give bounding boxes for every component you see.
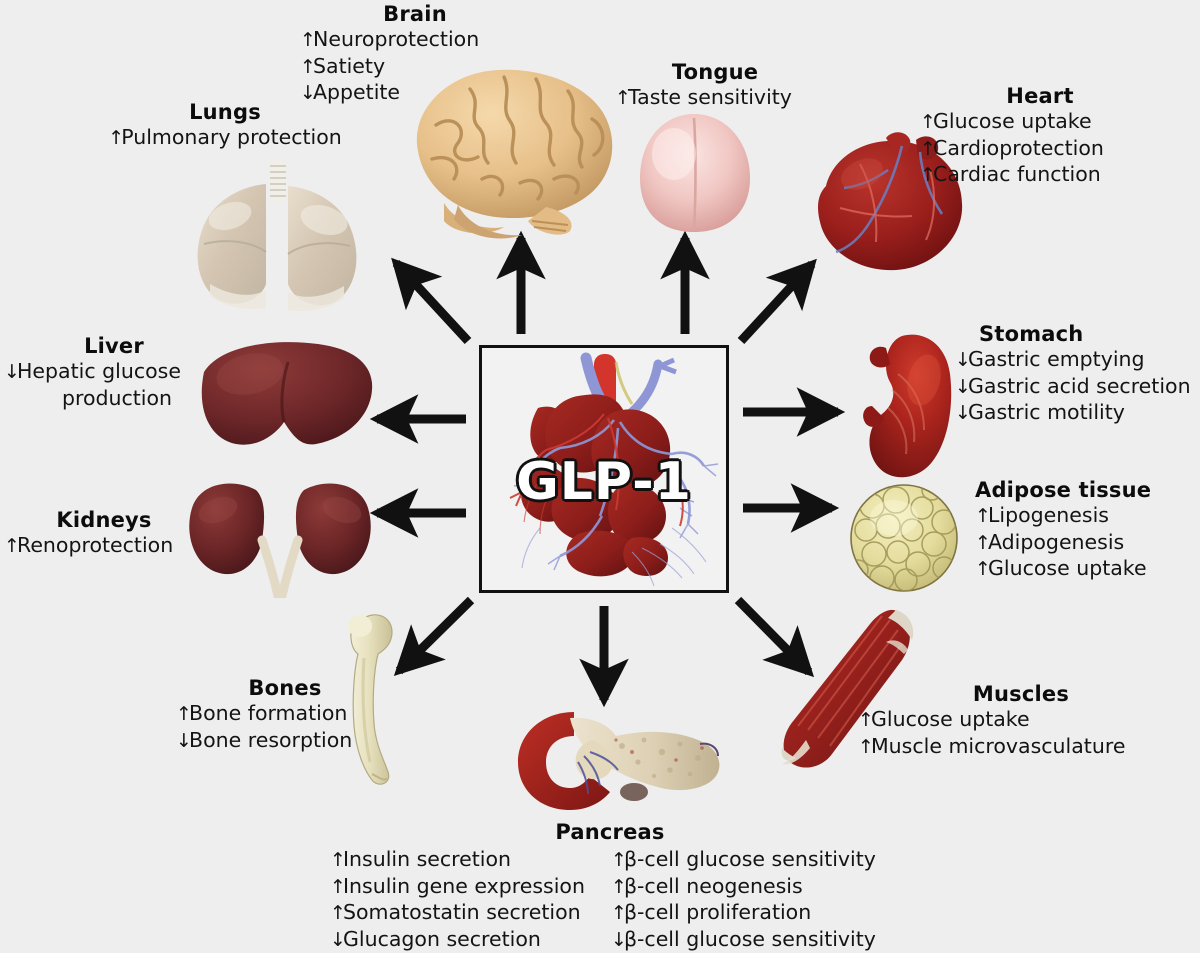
effect-pancreas-r2: ↑β-cell proliferation	[611, 900, 876, 927]
effect-stomach-2: ↓Gastric motility	[955, 400, 1200, 427]
effect-pancreas-l0: ↑Insulin secretion	[330, 847, 585, 874]
node-label-brain: Brain ↑Neuroprotection ↑Satiety ↓Appetit…	[300, 2, 530, 107]
node-label-stomach: Stomach ↓Gastric emptying ↓Gastric acid …	[955, 322, 1200, 427]
node-title-lungs: Lungs	[80, 100, 370, 125]
effect-brain-1: ↑Satiety	[300, 54, 530, 81]
glp1-label: GLP-1	[482, 452, 726, 512]
pancreas-effects-right: ↑β-cell glucose sensitivity ↑β-cell neog…	[611, 847, 876, 953]
node-title-muscles: Muscles	[858, 682, 1148, 707]
node-label-muscles: Muscles ↑Glucose uptake ↑Muscle microvas…	[858, 682, 1148, 760]
node-label-heart: Heart ↑Glucose uptake ↑Cardioprotection …	[920, 84, 1160, 189]
stomach-icon	[862, 330, 970, 490]
node-title-heart: Heart	[920, 84, 1160, 109]
effect-pancreas-l2: ↑Somatostatin secretion	[330, 900, 585, 927]
effect-pancreas-r1: ↑β-cell neogenesis	[611, 874, 876, 901]
node-title-kidneys: Kidneys	[4, 508, 204, 533]
effect-adipose-0: ↑Lipogenesis	[975, 503, 1195, 530]
effect-stomach-0: ↓Gastric emptying	[955, 347, 1200, 374]
effect-liver-1: production	[4, 386, 224, 412]
effect-bones-0: ↑Bone formation	[176, 701, 376, 728]
node-title-stomach: Stomach	[955, 322, 1200, 347]
kidneys-icon	[182, 478, 378, 598]
effect-brain-0: ↑Neuroprotection	[300, 27, 530, 54]
node-label-liver: Liver ↓Hepatic glucose production	[4, 334, 224, 411]
node-label-pancreas: Pancreas ↑Insulin secretion ↑Insulin gen…	[330, 820, 890, 953]
adipose-tissue-icon	[848, 482, 960, 594]
pancreas-effects-left: ↑Insulin secretion ↑Insulin gene express…	[330, 847, 585, 953]
node-title-liver: Liver	[4, 334, 224, 359]
effect-pancreas-l3: ↓Glucagon secretion	[330, 927, 585, 953]
effect-pancreas-l1: ↑Insulin gene expression	[330, 874, 585, 901]
effect-heart-1: ↑Cardioprotection	[920, 136, 1160, 163]
arrow-to-lungs	[396, 263, 468, 341]
effect-pancreas-r3: ↓β-cell glucose sensitivity	[611, 927, 876, 953]
node-title-pancreas: Pancreas	[330, 820, 890, 845]
effect-heart-0: ↑Glucose uptake	[920, 109, 1160, 136]
node-label-bones: Bones ↑Bone formation ↓Bone resorption	[176, 676, 376, 754]
effect-heart-2: ↑Cardiac function	[920, 162, 1160, 189]
node-title-adipose: Adipose tissue	[975, 478, 1195, 503]
tongue-icon	[630, 108, 760, 240]
effect-adipose-2: ↑Glucose uptake	[975, 556, 1195, 583]
node-label-kidneys: Kidneys ↑Renoprotection	[4, 508, 204, 560]
lungs-icon	[182, 160, 372, 312]
node-label-adipose: Adipose tissue ↑Lipogenesis ↑Adipogenesi…	[975, 478, 1195, 583]
node-label-lungs: Lungs ↑Pulmonary protection	[80, 100, 370, 152]
node-title-bones: Bones	[176, 676, 376, 701]
node-label-tongue: Tongue ↑Taste sensitivity	[615, 60, 815, 112]
effect-muscles-0: ↑Glucose uptake	[858, 707, 1148, 734]
effect-kidneys-0: ↑Renoprotection	[4, 533, 204, 560]
effect-bones-1: ↓Bone resorption	[176, 728, 376, 755]
effect-pancreas-r0: ↑β-cell glucose sensitivity	[611, 847, 876, 874]
effect-lungs-0: ↑Pulmonary protection	[80, 125, 370, 152]
effect-muscles-1: ↑Muscle microvasculature	[858, 734, 1148, 761]
node-title-tongue: Tongue	[615, 60, 815, 85]
glp1-center-panel: GLP-1	[479, 345, 729, 593]
effect-liver-0: ↓Hepatic glucose	[4, 359, 224, 386]
effect-stomach-1: ↓Gastric acid secretion	[955, 374, 1200, 401]
effect-tongue-0: ↑Taste sensitivity	[615, 85, 815, 112]
pancreas-icon	[512, 700, 730, 818]
effect-adipose-1: ↑Adipogenesis	[975, 530, 1195, 557]
node-title-brain: Brain	[300, 2, 530, 27]
